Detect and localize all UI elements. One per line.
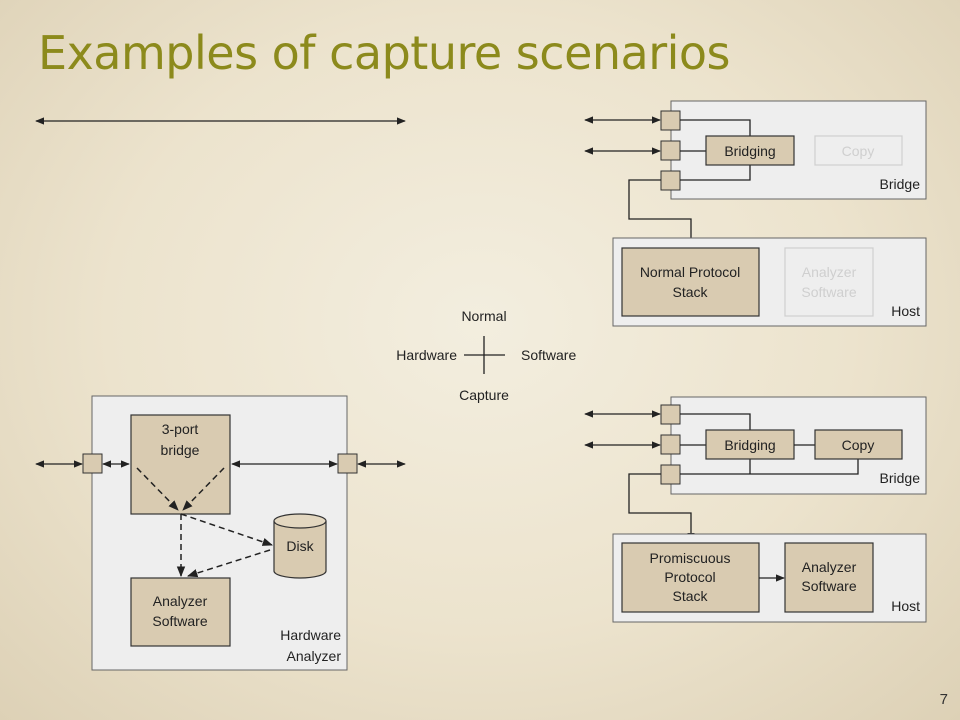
port: [82, 453, 103, 474]
disk-label: Disk: [286, 538, 314, 554]
bridge-label: Bridge: [880, 176, 921, 192]
stack-label-line1: Promiscuous: [650, 550, 731, 566]
stack-label-line2: Protocol: [664, 569, 715, 585]
hardware-analyzer-scenario: 3-port bridge Disk Analyzer Software Har…: [35, 395, 406, 671]
page-number: 7: [939, 691, 948, 708]
port: [660, 434, 681, 455]
analyzer-label-line1: Analyzer: [153, 593, 208, 609]
analyzer-label-line1: Analyzer: [802, 264, 857, 280]
bridge-label: Bridge: [880, 470, 921, 486]
axis-normal-label: Normal: [461, 308, 506, 324]
slide-title: Examples of capture scenarios: [38, 26, 731, 80]
host-label: Host: [891, 303, 920, 319]
bridge-label-line2: bridge: [161, 442, 200, 458]
stack-label-line1: Normal Protocol: [640, 264, 740, 280]
analyzer-label-line2: Software: [801, 284, 856, 300]
port: [337, 453, 358, 474]
bridging-label: Bridging: [724, 437, 775, 453]
port: [660, 140, 681, 161]
scenario-axis: Normal Hardware Software Capture: [396, 308, 576, 403]
bridging-box: [705, 135, 795, 166]
port: [660, 464, 681, 485]
analyzer-label-line2: Software: [801, 578, 856, 594]
bridging-label: Bridging: [724, 143, 775, 159]
copy-box-inactive: [814, 135, 903, 166]
stack-label-line2: Stack: [672, 284, 708, 300]
port: [660, 404, 681, 425]
port: [660, 110, 681, 131]
analyzer-label-line2: Software: [152, 613, 207, 629]
capture-software-scenario: Bridging Copy Bridge Promiscuous Protoco…: [584, 396, 927, 623]
axis-hardware-label: Hardware: [396, 347, 457, 363]
normal-software-scenario: Bridging Copy Bridge Normal Protocol Sta…: [584, 100, 927, 327]
analyzer-software-box-inactive: [784, 247, 874, 317]
normal-protocol-stack-box: [621, 247, 760, 317]
copy-label: Copy: [842, 437, 875, 453]
bridge-label-line1: 3-port: [162, 421, 199, 437]
hardware-analyzer-label-line1: Hardware: [280, 627, 341, 643]
analyzer-software-box: [130, 577, 231, 647]
host-label: Host: [891, 598, 920, 614]
analyzer-software-box: [784, 542, 874, 613]
stack-label-line3: Stack: [672, 588, 708, 604]
axis-capture-label: Capture: [459, 387, 509, 403]
analyzer-label-line1: Analyzer: [802, 559, 857, 575]
disk-icon: [273, 513, 327, 579]
copy-box: [814, 429, 903, 460]
three-port-bridge-box: [130, 414, 231, 515]
axis-software-label: Software: [521, 347, 576, 363]
hardware-analyzer-label-line2: Analyzer: [287, 648, 342, 664]
port: [660, 170, 681, 191]
copy-label-inactive: Copy: [842, 143, 875, 159]
